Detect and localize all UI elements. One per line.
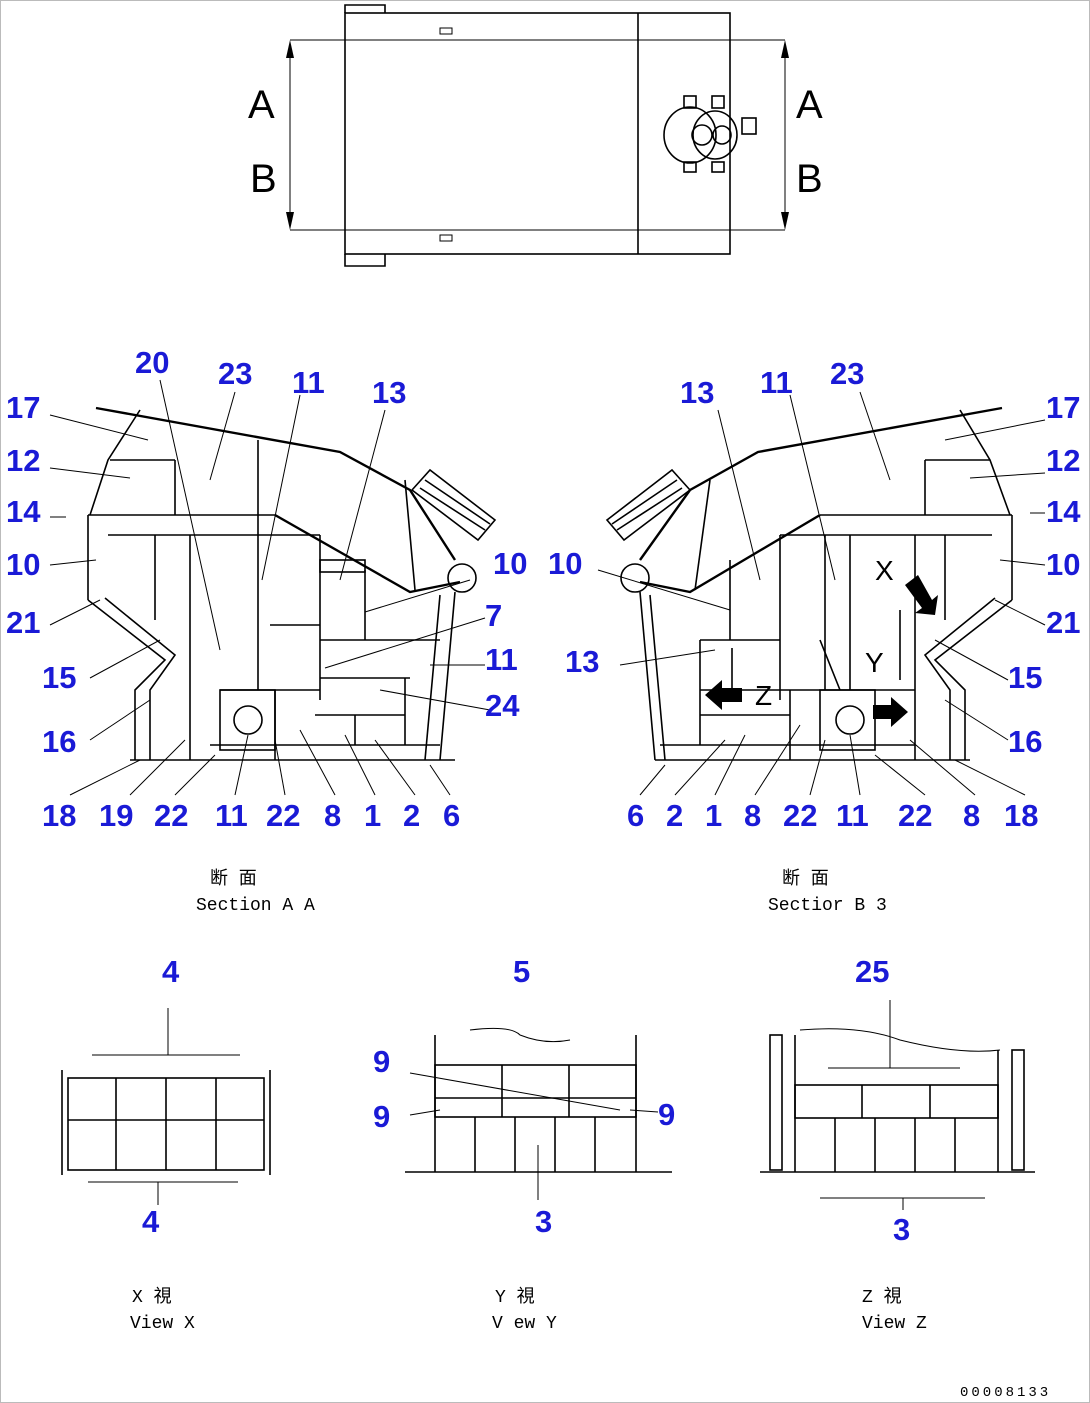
callout: 10 (1046, 547, 1080, 582)
callout: 12 (1046, 443, 1080, 478)
callout: 1 (364, 798, 381, 833)
top-view: A B A B (248, 4, 823, 267)
section-bb-title-jp: 断 面 (782, 868, 829, 890)
callout: 10 (548, 546, 582, 581)
callout: 24 (485, 688, 520, 723)
view-y-title-jp: Y 視 (495, 1286, 535, 1308)
callout: 11 (292, 365, 325, 400)
view-y-title-en: V ew Y (492, 1314, 557, 1334)
callout: 3 (535, 1204, 552, 1239)
arrow-y (873, 697, 908, 727)
callout: 6 (627, 798, 644, 833)
callout: 10 (6, 547, 40, 582)
section-label-b-right: B (796, 157, 823, 201)
view-x-drawing (61, 1008, 271, 1205)
view-letter: Z (755, 680, 772, 711)
callout: 22 (783, 798, 817, 833)
callout: 20 (135, 345, 169, 380)
callout: 21 (1046, 605, 1080, 640)
drawing-number: 00008133 (960, 1385, 1051, 1401)
callout: 4 (142, 1204, 160, 1239)
leader-lines-b (597, 391, 1046, 796)
arrow-z (705, 680, 742, 710)
callout: 13 (680, 375, 714, 410)
callout: 22 (266, 798, 300, 833)
view-x-title-jp: X 視 (132, 1286, 172, 1308)
callout: 25 (855, 954, 889, 989)
callout: 18 (1004, 798, 1038, 833)
callout: 11 (760, 365, 793, 400)
callout: 14 (1046, 494, 1081, 529)
arrow-x (905, 575, 938, 615)
section-aa-title-jp: 断 面 (210, 868, 257, 890)
callout: 21 (6, 605, 40, 640)
callout: 17 (1046, 390, 1080, 425)
section-bb-callouts: 13 11 23 17 12 14 10 10 21 13 15 16 6 2 … (548, 356, 1081, 833)
callout: 8 (744, 798, 761, 833)
section-bb-title-en: Sectior B 3 (768, 896, 887, 916)
section-aa-callouts: 20 23 11 13 17 12 14 10 21 15 16 10 7 11… (6, 345, 527, 833)
callout: 10 (493, 546, 527, 581)
callout: 7 (485, 598, 502, 633)
callout: 16 (1008, 724, 1042, 759)
view-x-title-en: View X (130, 1314, 195, 1334)
valve-detail-a (410, 468, 497, 542)
callout: 9 (658, 1097, 675, 1132)
callout: 13 (565, 644, 599, 679)
callout: 22 (898, 798, 932, 833)
callout: 9 (373, 1044, 390, 1079)
callout: 2 (403, 798, 420, 833)
callout: 6 (443, 798, 460, 833)
callout: 22 (154, 798, 188, 833)
section-label-b-left: B (250, 157, 277, 201)
callout: 17 (6, 390, 40, 425)
section-bb-drawing (597, 391, 1046, 796)
view-letter: Y (865, 647, 884, 678)
callout: 11 (485, 642, 518, 677)
callout: 9 (373, 1099, 390, 1134)
section-aa-drawing (49, 379, 497, 796)
view-z-title-jp: Z 視 (862, 1286, 902, 1308)
section-label-a-right: A (796, 83, 823, 127)
callout: 2 (666, 798, 683, 833)
leader-lines-a (49, 379, 491, 796)
callout: 15 (42, 660, 76, 695)
callout: 18 (42, 798, 76, 833)
callout: 16 (42, 724, 76, 759)
callout: 19 (99, 798, 133, 833)
callout: 8 (963, 798, 980, 833)
valve-detail-b (605, 468, 692, 542)
callout: 14 (6, 494, 41, 529)
section-label-a-left: A (248, 83, 275, 127)
callout: 5 (513, 954, 530, 989)
callout: 13 (372, 375, 406, 410)
view-z-title-en: View Z (862, 1314, 927, 1334)
callout: 12 (6, 443, 40, 478)
section-bb-view-letters: X Y Z (755, 555, 894, 711)
callout: 15 (1008, 660, 1042, 695)
callout: 11 (836, 798, 869, 833)
callout: 8 (324, 798, 341, 833)
callout: 4 (162, 954, 180, 989)
equipment-detail (663, 95, 757, 173)
callout: 11 (215, 798, 248, 833)
view-y-drawing (405, 1027, 672, 1200)
callout: 23 (830, 356, 864, 391)
section-aa-title-en: Section A A (196, 896, 315, 916)
callout: 1 (705, 798, 722, 833)
callout: 23 (218, 356, 252, 391)
view-letter: X (875, 555, 894, 586)
view-z-drawing (760, 1000, 1035, 1210)
callout: 3 (893, 1212, 910, 1247)
